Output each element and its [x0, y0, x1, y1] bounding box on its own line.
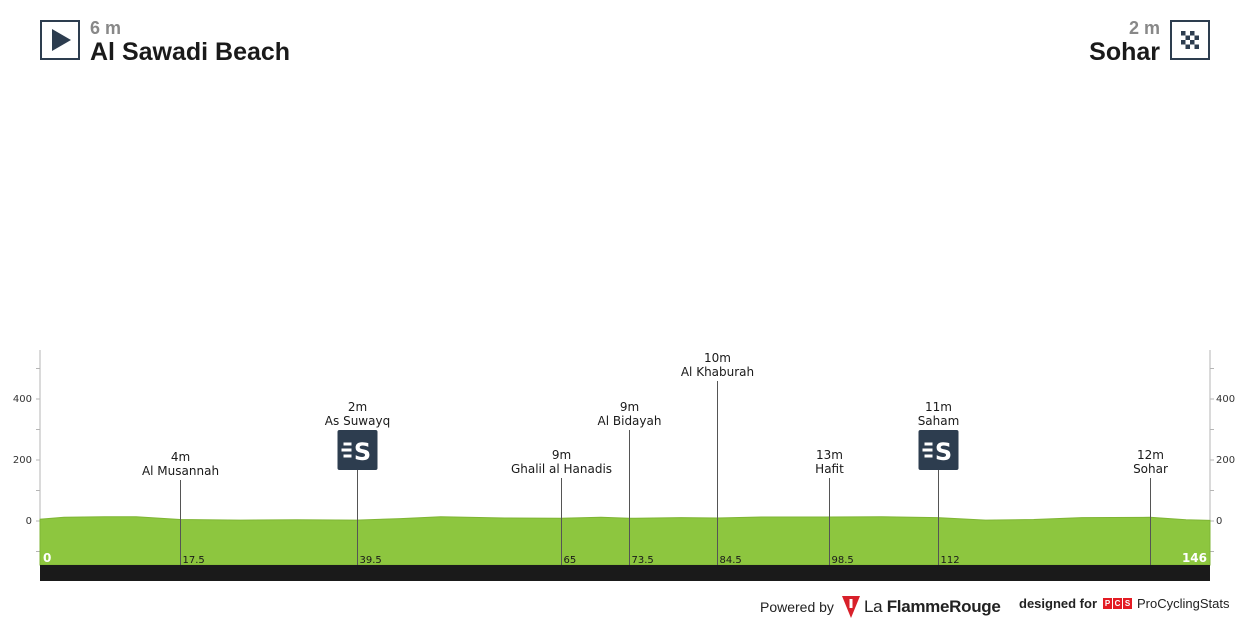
pcs-letter: P [1103, 598, 1113, 609]
y-tick-label-left: 400 [13, 394, 32, 405]
powered-by: Powered by La FlammeRouge [760, 596, 1001, 618]
km-end-label: 146 [1182, 551, 1207, 565]
waypoint-altitude: 4m [171, 450, 190, 464]
waypoint-altitude: 2m [348, 400, 367, 414]
y-tick-label-right: 400 [1216, 394, 1235, 405]
waypoint-altitude: 9m [552, 448, 571, 462]
waypoint-name: Saham [918, 414, 960, 428]
flamme-rouge-logo-icon [841, 596, 860, 618]
finish-altitude: 2 m [1128, 18, 1160, 38]
designed-for: designed for P C S ProCyclingStats [1019, 596, 1230, 611]
waypoint-name: Al Musannah [142, 464, 219, 478]
brand-main: FlammeRouge [886, 597, 1001, 616]
waypoint-km-label: 65 [564, 555, 577, 566]
pcs-name: ProCyclingStats [1137, 596, 1230, 611]
intermediate-sprint-icon: S [918, 430, 959, 470]
flamme-rouge-brand: La FlammeRouge [864, 597, 1001, 617]
waypoint-km-label: 17.5 [183, 555, 205, 566]
sprint-icon-bg [337, 430, 378, 470]
waypoint-name: Sohar [1133, 462, 1168, 476]
waypoint-altitude: 11m [925, 400, 952, 414]
waypoint-altitude: 10m [704, 351, 731, 365]
finish-flag-icon [1170, 20, 1210, 60]
sprint-icon-bg [918, 430, 959, 470]
sprint-icon-letter: S [354, 438, 371, 466]
start-name: Al Sawadi Beach [90, 38, 291, 66]
waypoint-km-label: 84.5 [720, 555, 742, 566]
designed-for-label: designed for [1019, 596, 1098, 611]
brand-prefix: La [863, 597, 883, 616]
y-tick-label-right: 200 [1216, 455, 1235, 466]
elevation-area [39, 516, 1211, 566]
start-header: 6 m Al Sawadi Beach [90, 18, 290, 66]
pcs-logo-icon: P C S [1103, 598, 1133, 609]
waypoint-altitude: 12m [1137, 448, 1164, 462]
waypoint-km-label: 39.5 [360, 555, 382, 566]
km-bar [40, 565, 1210, 581]
start-altitude: 6 m [90, 18, 122, 38]
waypoint-km-label: 112 [941, 555, 960, 566]
waypoint-altitude: 9m [620, 400, 639, 414]
intermediate-sprint-icon: S [337, 430, 378, 470]
waypoint-name: Al Khaburah [681, 365, 754, 379]
y-tick-label-left: 200 [13, 455, 32, 466]
start-flag-icon [40, 20, 80, 60]
waypoint-km-label: 73.5 [632, 555, 654, 566]
waypoint-name: Hafit [815, 462, 844, 476]
waypoint-name: As Suwayq [325, 414, 390, 428]
finish-name: Sohar [1089, 38, 1160, 66]
waypoint-altitude: 13m [816, 448, 843, 462]
sprint-icon-letter: S [935, 438, 952, 466]
waypoint-km-label: 98.5 [832, 555, 854, 566]
y-tick-label-right: 0 [1216, 516, 1222, 527]
pcs-letter: C [1113, 598, 1123, 609]
waypoint-name: Ghalil al Hanadis [511, 462, 612, 476]
y-tick-label-left: 0 [26, 516, 32, 527]
powered-by-label: Powered by [760, 599, 834, 615]
km-start-label: 0 [43, 551, 51, 565]
waypoint-name: Al Bidayah [598, 414, 662, 428]
pcs-letter: S [1123, 598, 1133, 609]
finish-header: 2 m Sohar [1089, 18, 1160, 66]
